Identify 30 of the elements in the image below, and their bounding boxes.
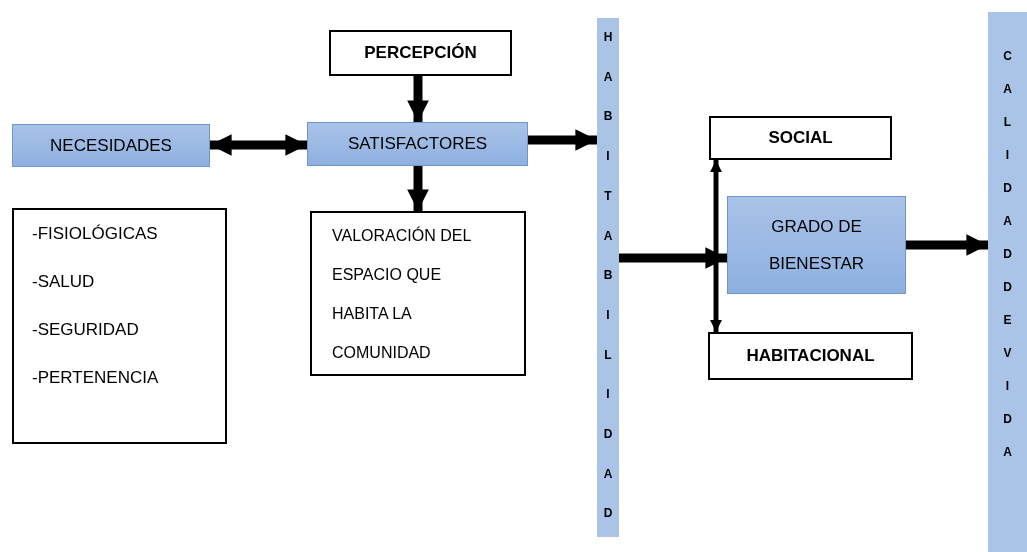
label-box xyxy=(708,332,913,380)
text-box xyxy=(310,211,526,376)
concept-box xyxy=(12,124,210,167)
vertical-bar xyxy=(597,18,619,537)
arrow xyxy=(619,247,727,269)
node-label: SATISFACTORES xyxy=(347,134,488,154)
double-arrow xyxy=(710,160,722,332)
label-box xyxy=(709,116,892,160)
double-arrow xyxy=(210,134,307,156)
concept-box xyxy=(307,122,528,166)
list-item: -PERTENENCIA xyxy=(32,368,159,388)
label-box xyxy=(329,30,512,76)
vertical-bar xyxy=(988,12,1027,552)
node-label: VALORACIÓN DEL ESPACIO QUE HABITA LA COMUNIDAD xyxy=(331,225,472,363)
node-label: NECESIDADES xyxy=(50,135,172,156)
arrow xyxy=(407,166,429,211)
list-item: -SEGURIDAD xyxy=(32,320,139,340)
arrow xyxy=(407,76,429,122)
list-item: -FISIOLÓGICAS xyxy=(32,224,158,244)
vertical-label: HABITABILIDAD xyxy=(603,29,613,523)
node-label: PERCEPCIÓN xyxy=(364,43,477,63)
vertical-label: CALIDAD DE VIDA xyxy=(1003,48,1012,461)
arrow xyxy=(906,234,988,256)
node-label: SOCIAL xyxy=(768,128,833,148)
list-box xyxy=(12,208,227,444)
concept-box xyxy=(727,196,906,294)
list-item: -SALUD xyxy=(32,272,95,292)
node-label: HABITACIONAL xyxy=(746,346,875,366)
arrow xyxy=(528,129,597,151)
node-label: GRADO DE BIENESTAR xyxy=(767,216,866,275)
